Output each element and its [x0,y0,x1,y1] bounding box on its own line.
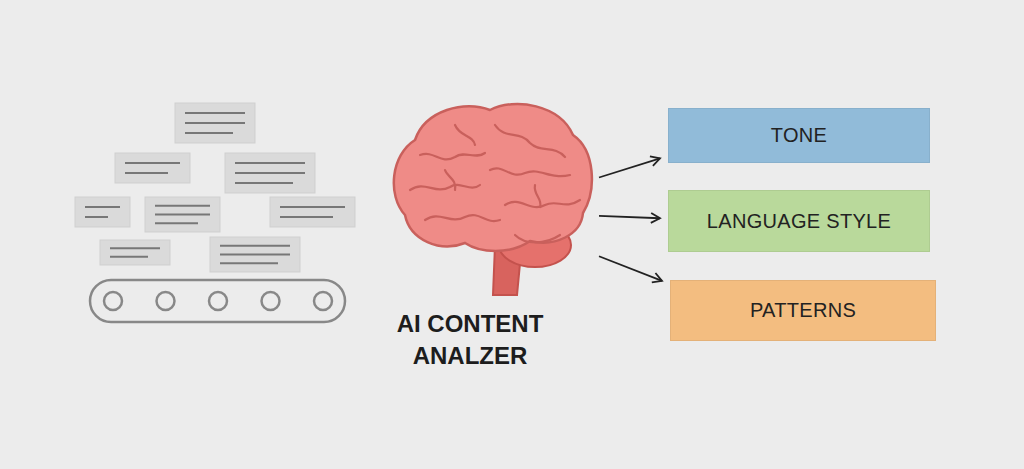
text-line [280,206,345,208]
brain-node: AI CONTENT ANALZER [385,95,597,300]
text-line [125,162,180,164]
document-cards [75,103,355,272]
document-card [115,153,190,183]
text-line [235,162,305,164]
text-line [280,216,333,218]
text-line [185,112,245,114]
text-line [85,216,108,218]
text-line [235,172,305,174]
category-box: PATTERNS [670,280,936,341]
category-box: TONE [668,108,930,163]
box-label: PATTERNS [750,299,856,322]
document-card [175,103,255,143]
roller [104,292,122,310]
roller [314,292,332,310]
roller [209,292,227,310]
conveyor-rollers [104,292,332,310]
document-card [75,197,130,227]
text-line [185,132,233,134]
roller [157,292,175,310]
document-card [225,153,315,193]
arrow-connector [599,216,660,218]
text-line [235,182,293,184]
arrow-connector [599,256,662,281]
text-line [155,205,210,207]
text-line [220,254,290,256]
brain-illustration [385,95,597,300]
text-line [110,256,148,258]
roller [262,292,280,310]
document-card [145,197,220,232]
text-line [220,245,290,247]
box-label: TONE [771,124,827,147]
text-line [125,172,168,174]
document-card [270,197,355,227]
text-line [185,122,245,124]
category-box: LANGUAGE STYLE [668,190,930,252]
document-card [100,240,170,265]
text-line [85,206,120,208]
text-line [155,222,198,224]
node-heading: AI CONTENT ANALZER [370,308,570,372]
document-card [210,237,300,272]
text-line [110,247,160,249]
arrow-connector [599,158,660,177]
box-label: LANGUAGE STYLE [707,210,891,233]
text-line [155,214,210,216]
text-line [220,262,278,264]
conveyor-belt [90,280,345,322]
